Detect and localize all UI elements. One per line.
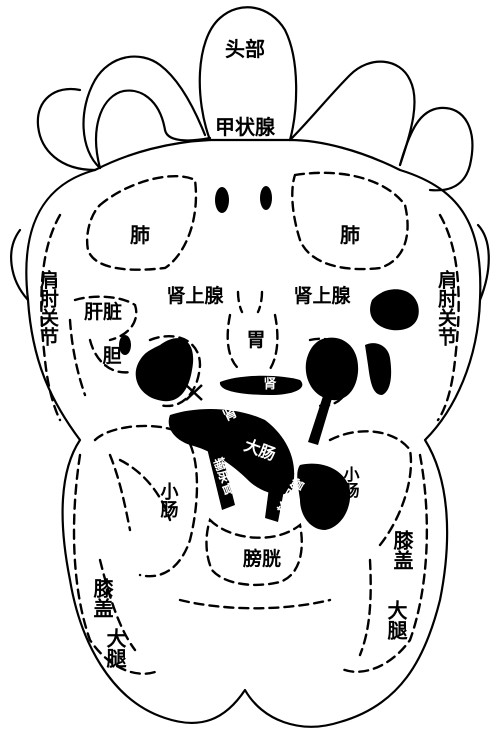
head-label: 头部 [225,37,265,61]
gallbladder-label: 胆 [102,345,121,367]
liver-label: 肝脏 [84,300,122,323]
kidney-right-shape [306,338,358,401]
knee-right-label: 膝盖 [390,530,414,570]
adrenal-right-label: 肾上腺 [293,284,351,307]
lung-left-label: 肺 [130,223,150,247]
spleen-shape [370,289,419,330]
shoulder-elbow-left-label: 肩肘关节 [37,269,59,347]
kidney-left-shape [136,338,193,401]
organ-shapes [119,186,419,530]
thyroid-label: 甲状腺 [215,115,276,139]
lung-right-label: 肺 [340,223,360,247]
small-intestine-right-label: 小肠 [341,466,360,499]
sinus-dot-right [260,186,272,210]
knee-left-label: 膝盖 [90,578,114,618]
stomach-label: 胃 [246,329,265,351]
shoulder-elbow-right-label: 肩肘关节 [435,269,457,347]
sinus-dot-left [215,187,229,213]
stomach-shape [220,376,302,395]
lung-right-zone [292,173,407,269]
bladder-label: 膀胱 [242,547,281,570]
labels: 头部 甲状腺 肺 肺 肝脏 胆 肾上腺 肾上腺 胃 小肠 小肠 膀胱 肩肘关节 … [37,37,457,669]
thigh-right-label: 大腿 [384,600,408,641]
kidney-right-label: 肾 [263,377,277,392]
small-intestine-left-label: 小肠 [158,482,179,519]
adrenal-left-label: 肾上腺 [166,284,224,307]
thigh-left-label: 大腿 [103,628,127,669]
